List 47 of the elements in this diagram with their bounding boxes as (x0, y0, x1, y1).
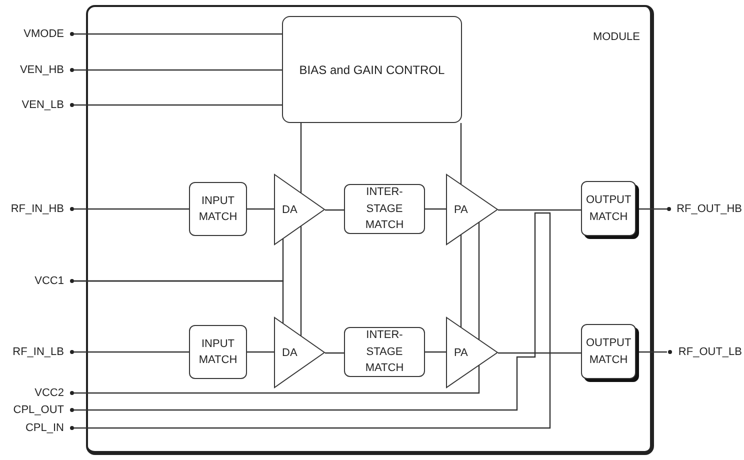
amplifier-label: PA (454, 346, 468, 358)
pin-label: RF_IN_HB (10, 203, 64, 215)
wire (74, 208, 189, 210)
wire (74, 280, 284, 324)
wire (74, 104, 282, 106)
wire (74, 351, 189, 353)
circuit-block: INTER-STAGE MATCH (344, 327, 425, 377)
pin-label: VEN_LB (22, 99, 64, 111)
circuit-block: BIAS and GAIN CONTROL (282, 16, 462, 123)
pin-label: RF_OUT_HB (676, 203, 742, 215)
wire (300, 226, 302, 336)
amplifier-label: PA (454, 204, 468, 216)
amplifier-label: DA (282, 346, 298, 358)
module-boundary (86, 5, 654, 455)
wire (247, 351, 274, 353)
wire (460, 234, 462, 328)
circuit-block: INPUT MATCH (189, 182, 247, 236)
wire (300, 123, 302, 193)
circuit-block: INPUT MATCH (189, 325, 247, 379)
wire (425, 208, 446, 210)
pin-label: CPL_IN (25, 422, 64, 434)
pin-label: VMODE (24, 28, 64, 40)
wire (636, 208, 667, 210)
pin-label: RF_IN_LB (12, 346, 64, 358)
wire (247, 208, 274, 210)
amplifier-label: DA (282, 204, 298, 216)
wire (325, 209, 344, 211)
circuit-block: INTER-STAGE MATCH (344, 184, 425, 234)
wire (74, 33, 282, 35)
wire (498, 352, 581, 354)
wire (325, 352, 344, 354)
wire (478, 222, 480, 340)
wire (74, 365, 480, 394)
pin-label: VCC1 (34, 275, 64, 287)
pin-label: CPL_OUT (13, 404, 64, 416)
wire (460, 123, 462, 184)
module-label: MODULE (592, 31, 640, 43)
pin-label: VCC2 (34, 387, 64, 399)
wire (74, 212, 551, 429)
circuit-block: OUTPUT MATCH (581, 181, 636, 236)
wire (74, 69, 282, 71)
wire (425, 351, 446, 353)
wire (636, 351, 667, 353)
wire (498, 209, 581, 211)
pin-label: RF_OUT_LB (678, 346, 742, 358)
pin-label: VEN_HB (20, 64, 64, 76)
circuit-block: OUTPUT MATCH (581, 324, 636, 379)
